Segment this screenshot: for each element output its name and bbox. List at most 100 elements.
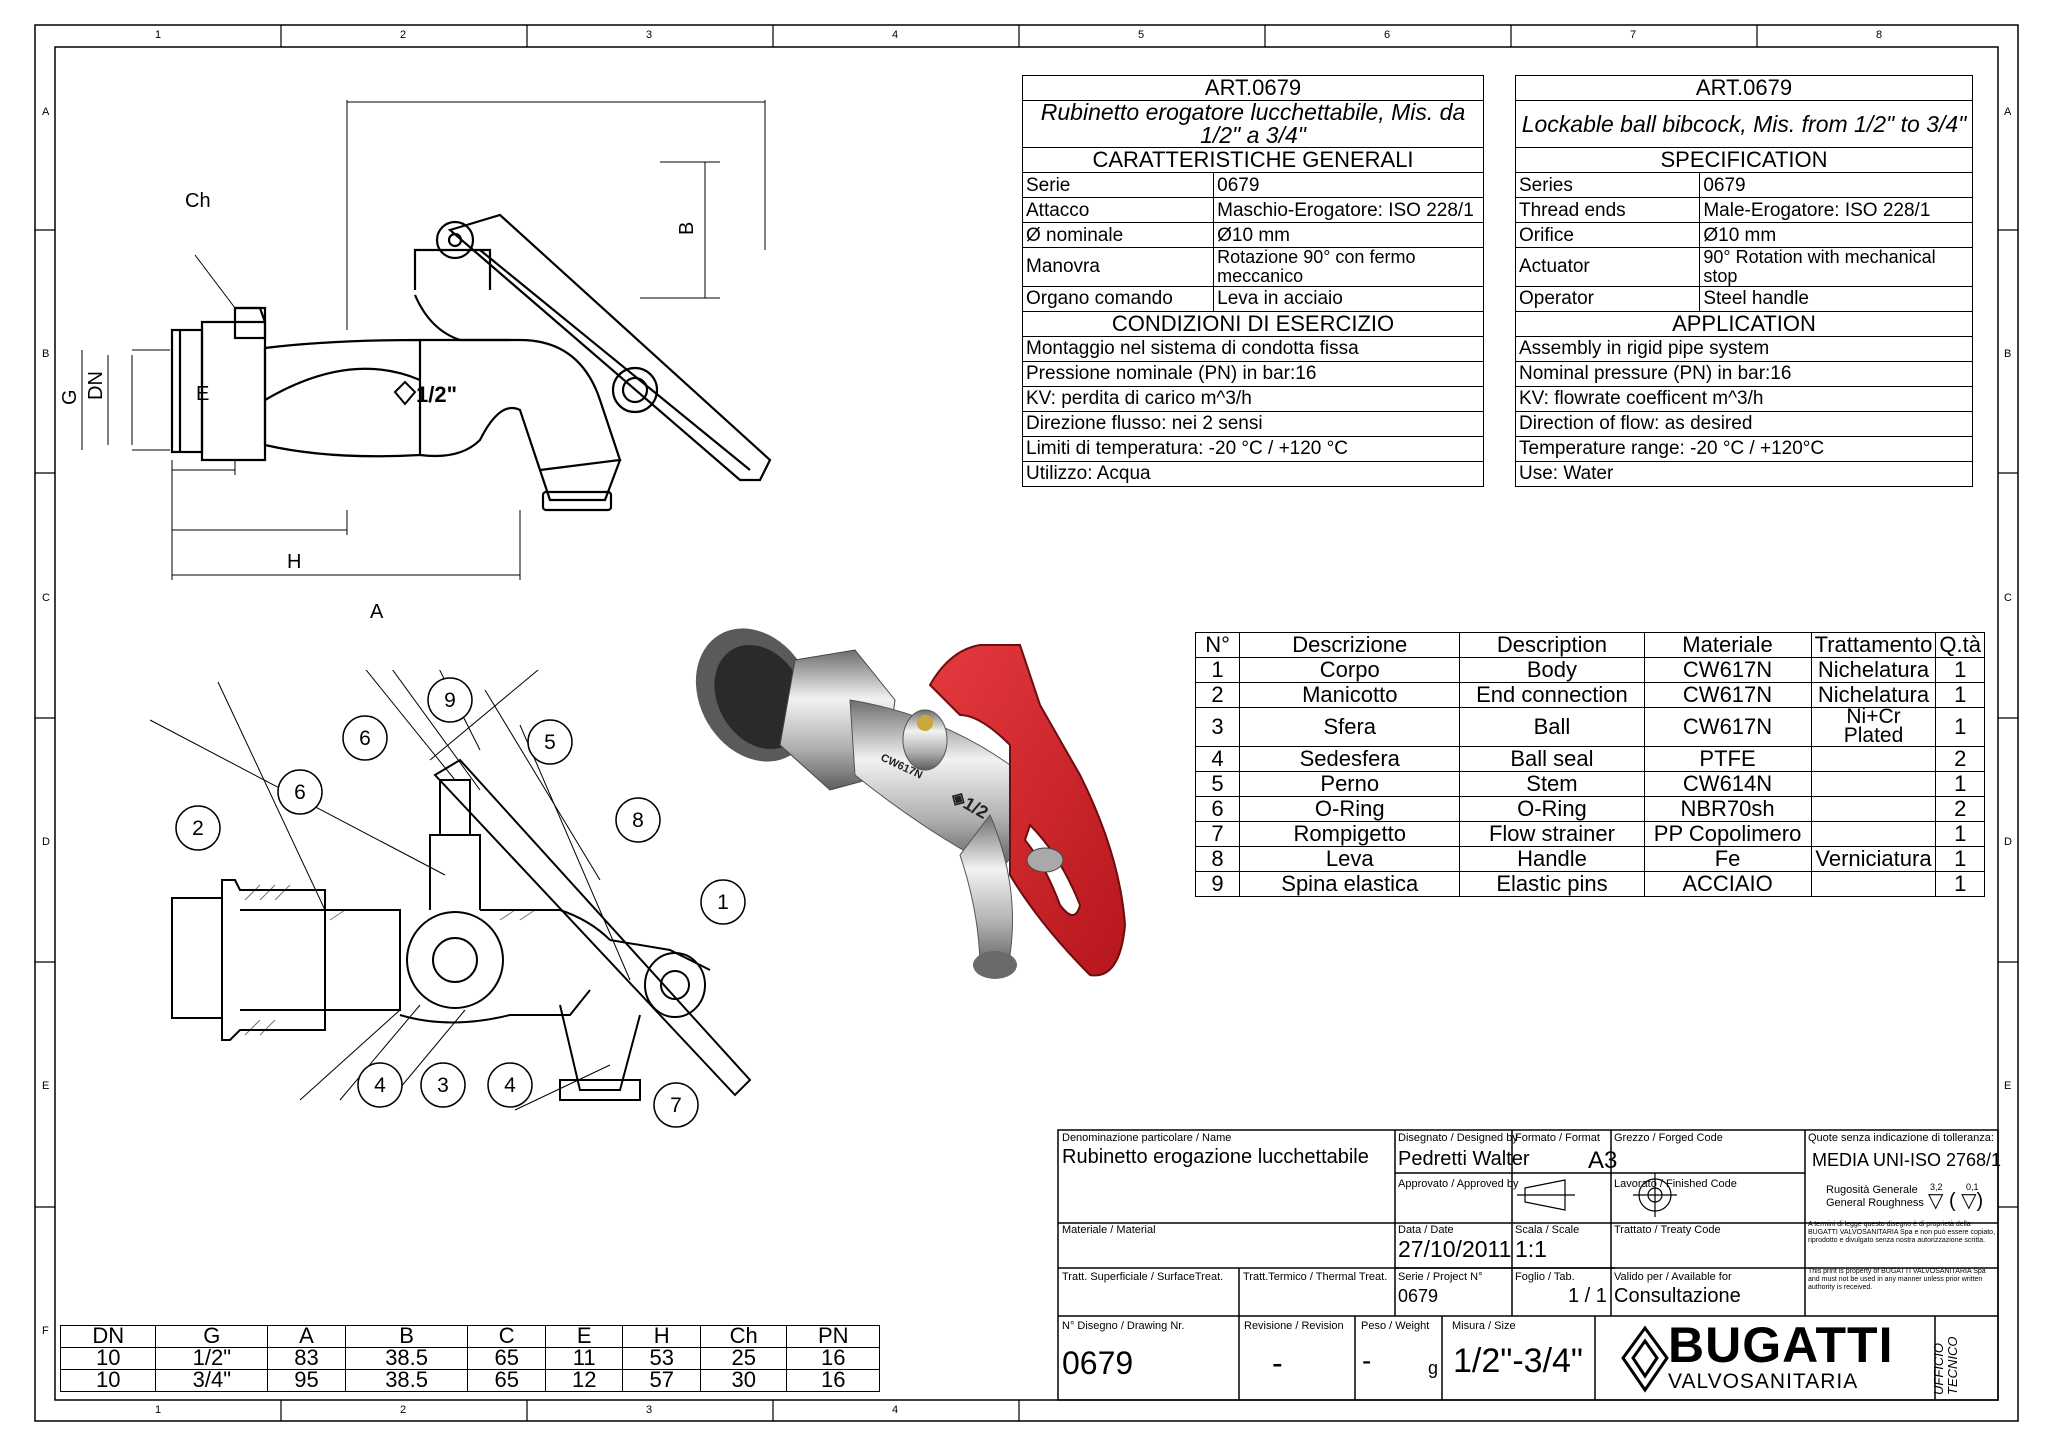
spec-en-art: ART.0679 [1515, 75, 1973, 101]
dims-cell: 38.5 [344, 1347, 469, 1370]
balloon-6b: 6 [294, 781, 306, 804]
parts-cell: Ball [1459, 707, 1645, 747]
balloon-7: 7 [670, 1094, 682, 1117]
parts-cell: 2 [1935, 745, 1985, 772]
projection-symbol-icon [1517, 1173, 1677, 1217]
dims-cell: 25 [699, 1347, 788, 1370]
parts-cell: 3 [1194, 707, 1241, 747]
weight-label: Peso / Weight [1361, 1320, 1430, 1332]
balloon-6: 6 [359, 727, 371, 750]
legal-text-english: This print is property of BUGATTI VALVOS… [1808, 1268, 1986, 1292]
dims-header: A [267, 1325, 346, 1348]
dim-label-G: G [60, 389, 81, 405]
spec-it-service-row: Direzione flusso: nei 2 sensi [1022, 410, 1484, 437]
grid-col-label: 4 [892, 29, 899, 41]
parts-cell: Corpo [1239, 657, 1461, 683]
parts-cell: 9 [1194, 870, 1241, 897]
drawing-number-value: 0679 [1062, 1345, 1134, 1381]
scale-value: 1:1 [1515, 1236, 1547, 1262]
parts-header: Q.tà [1935, 632, 1985, 658]
spec-it-service-row: Montaggio nel sistema di condotta fissa [1022, 335, 1484, 362]
grid-row-label: B [2004, 348, 2012, 360]
valid-value: Consultazione [1614, 1285, 1741, 1307]
balloon-layer: 9 6 5 6 8 2 1 4 3 4 7 [175, 677, 746, 1128]
spec-en-title: Lockable ball bibcock, Mis. from 1/2" to… [1515, 100, 1973, 148]
dim-label-A: A [370, 601, 384, 623]
spec-it-key: Manovra [1021, 247, 1215, 287]
sheet-value: 1 / 1 [1568, 1285, 1607, 1307]
dims-header: B [344, 1325, 469, 1348]
spec-it-key: Organo comando [1021, 285, 1215, 312]
forged-label: Grezzo / Forged Code [1614, 1132, 1723, 1144]
grid-row-label: A [42, 106, 50, 118]
grid-col-label: 8 [1876, 29, 1883, 41]
parts-cell: 1 [1935, 682, 1985, 708]
parts-cell: 8 [1194, 845, 1241, 872]
spec-it-art: ART.0679 [1022, 75, 1484, 101]
brand-name: BUGATTI [1668, 1317, 1894, 1373]
dims-cell: 38.5 [344, 1369, 469, 1392]
project-label: Serie / Project N° [1398, 1271, 1483, 1283]
spec-en-service-row: Direction of flow: as desired [1515, 410, 1973, 437]
office-label: UFFICIO TECNICO [1931, 1336, 1961, 1396]
spec-en-service-row: Assembly in rigid pipe system [1515, 335, 1973, 362]
dims-header: H [622, 1325, 701, 1348]
dims-cell: 65 [467, 1369, 546, 1392]
tolerance-label: Quote senza indicazione di tolleranza: [1808, 1132, 1994, 1144]
roughness-value-2: 0,1 [1966, 1182, 1979, 1192]
dim-label-DN: DN [85, 371, 107, 400]
designed-label: Disegnato / Designed by [1398, 1132, 1518, 1144]
date-value: 27/10/2011 [1398, 1236, 1512, 1262]
date-label: Data / Date [1398, 1224, 1454, 1236]
parts-cell: 1 [1935, 870, 1985, 897]
parts-cell: Manicotto [1239, 682, 1461, 708]
grid-col-label: 5 [1138, 29, 1145, 41]
grid-col-label: 7 [1630, 29, 1637, 41]
product-render-image: CW617N ◈1/2 [695, 628, 1127, 979]
dims-header: G [155, 1325, 269, 1348]
brand-subtitle: VALVOSANITARIA [1668, 1370, 1859, 1393]
parts-cell: Ni+Cr Plated [1810, 707, 1937, 747]
dims-cell: 11 [544, 1347, 624, 1370]
spec-en-service-row: KV: flowrate coefficent m^3/h [1515, 385, 1973, 412]
name-value: Rubinetto erogazione lucchettabile [1062, 1146, 1369, 1168]
parts-header: N° [1194, 632, 1241, 658]
parts-cell [1810, 770, 1937, 797]
parts-cell: ACCIAIO [1643, 870, 1812, 897]
parts-cell: Flow strainer [1459, 820, 1645, 847]
format-value: A3 [1588, 1147, 1618, 1174]
grid-row-label: A [2004, 106, 2012, 118]
balloon-2: 2 [192, 817, 204, 840]
grid-row-label: F [42, 1325, 49, 1337]
parts-cell: Elastic pins [1459, 870, 1645, 897]
dims-cell: 65 [467, 1347, 546, 1370]
weight-unit: g [1428, 1358, 1439, 1378]
spec-it-key: Ø nominale [1021, 222, 1215, 248]
grid-col-label: 1 [155, 29, 162, 41]
balloon-3: 3 [437, 1074, 449, 1097]
approved-label: Approvato / Approved by [1398, 1178, 1519, 1190]
section-view-drawing [150, 670, 752, 1111]
format-label: Formato / Format [1515, 1132, 1600, 1144]
spec-en-key: Orifice [1514, 222, 1701, 248]
grid-row-label: D [2004, 836, 2012, 848]
grid-row-label: E [42, 1080, 50, 1092]
balloon-5: 5 [544, 731, 556, 754]
parts-cell: Handle [1459, 845, 1645, 872]
parts-table: N° Descrizione Description Materiale Tra… [1194, 632, 1985, 897]
scale-label: Scala / Scale [1515, 1224, 1580, 1236]
parts-cell: PP Copolimero [1643, 820, 1812, 847]
dims-cell: 3/4" [155, 1369, 269, 1392]
parts-cell: 1 [1935, 707, 1985, 747]
parts-header: Trattamento [1810, 632, 1937, 658]
spec-en-value: Ø10 mm [1699, 222, 1973, 248]
spec-it-service-row: KV: perdita di carico m^3/h [1022, 385, 1484, 412]
project-value: 0679 [1398, 1286, 1439, 1306]
parts-cell: O-Ring [1239, 795, 1461, 822]
material-label: Materiale / Material [1062, 1224, 1156, 1236]
spec-it-value: Leva in acciaio [1213, 285, 1484, 312]
dim-label-B: B [676, 222, 698, 235]
